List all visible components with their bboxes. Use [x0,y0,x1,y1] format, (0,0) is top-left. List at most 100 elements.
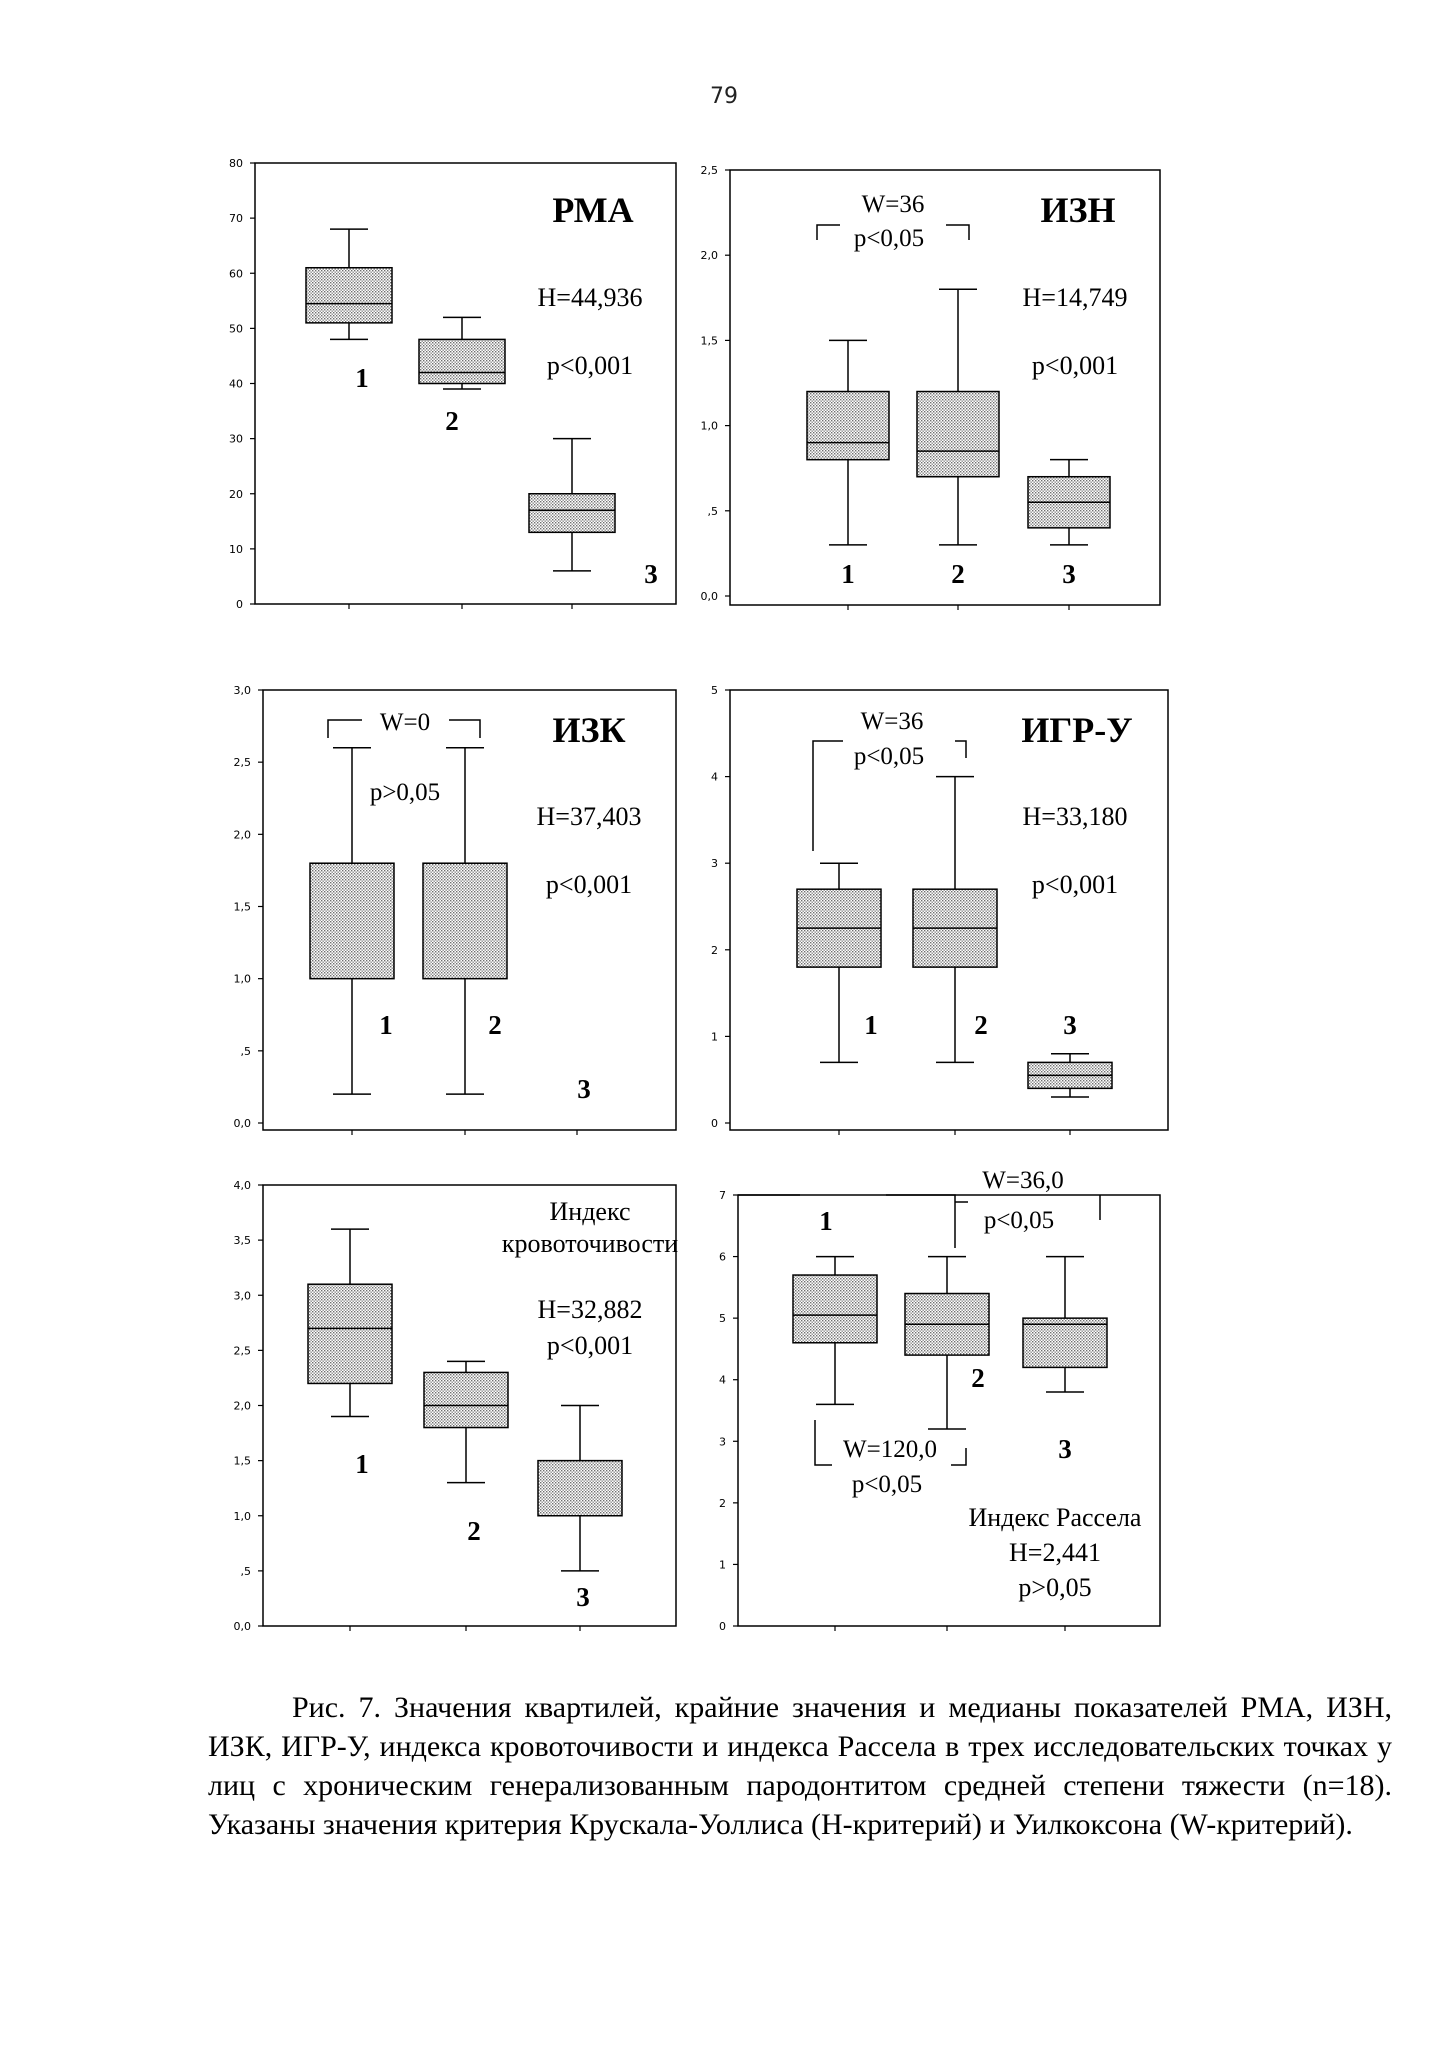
wilcoxon-w: W=36 [861,708,924,735]
iqr-box [305,266,393,324]
wilcoxon-bracket [816,224,840,240]
wilcoxon-bracket [955,740,967,758]
iqr-box [418,338,506,385]
iqr-box [1022,1317,1108,1369]
caption-text: Рис. 7. Значения квартилей, крайние знач… [208,1691,1392,1841]
y-tick-label: 1 [711,1030,718,1043]
wilcoxon-bracket [946,224,970,240]
y-tick-label: 1,5 [701,334,719,347]
figure-caption: Рис. 7. Значения квартилей, крайние знач… [208,1688,1392,1844]
box-group-2 [423,1360,509,1484]
group-label: 2 [951,559,965,589]
y-tick-label: 0 [236,598,243,611]
iqr-box [537,1459,623,1517]
panel-title: ИЗК [552,710,625,750]
wilcoxon-w: W=0 [380,709,430,736]
panel-title: РМА [552,190,633,230]
y-tick-label: 2 [711,944,718,957]
y-tick-label: 3 [711,857,718,870]
box-group-2 [418,316,506,390]
kruskal-wallis-stat: H=32,882 [538,1295,643,1324]
y-tick-label: 60 [229,267,243,280]
plot-frame [729,169,1161,606]
y-tick-label: 4,0 [234,1179,252,1192]
group-label: 2 [467,1516,481,1546]
box-group-1 [309,746,395,1095]
iqr-box [528,493,616,534]
box-group-2 [904,1255,990,1430]
iqr-box [916,390,1000,478]
iqr-box [422,862,508,980]
wilcoxon-p: p>0,05 [370,779,440,806]
y-tick-label: 5 [711,684,718,697]
y-tick-label: 30 [229,433,243,446]
wilcoxon-w: W=120,0 [843,1436,937,1463]
kruskal-wallis-stat: p<0,001 [547,1331,633,1360]
wilcoxon-bracket [812,740,843,851]
y-tick-label: 3,5 [234,1234,252,1247]
kruskal-wallis-stat: H=37,403 [537,802,642,831]
box-group-1 [792,1255,878,1406]
y-tick-label: 2,0 [701,249,719,262]
y-tick-label: 4 [711,771,718,784]
y-tick-label: 6 [719,1251,726,1264]
y-tick-label: 3,0 [234,684,252,697]
wilcoxon-bracket [327,719,362,738]
kruskal-wallis-stat: H=33,180 [1023,802,1128,831]
y-tick-label: 0,0 [234,1620,252,1633]
group-label: 1 [379,1010,393,1040]
group-label: 3 [1058,1434,1072,1464]
y-tick-label: 2,0 [234,828,252,841]
box-group-3 [1027,458,1111,546]
iqr-box [309,862,395,980]
wilcoxon-p: p<0,05 [854,743,924,770]
wilcoxon-bracket [951,1448,967,1466]
boxplot-panel-5: 0,0,51,01,52,02,53,03,54,0123Индекскрово… [234,1179,679,1633]
kruskal-wallis-stat: H=2,441 [1009,1538,1101,1567]
box-group-1 [305,228,393,341]
panel-title: Индекс [550,1197,631,1226]
y-tick-label: 4 [719,1374,726,1387]
y-tick-label: 1 [719,1558,726,1571]
y-tick-label: 1,0 [701,420,719,433]
box-group-2 [422,746,508,1095]
box-group-2 [912,775,998,1064]
wilcoxon-bracket [814,1420,832,1466]
panel-title: Индекс Рассела [969,1503,1142,1532]
y-tick-label: ,5 [241,1565,252,1578]
y-tick-label: 0 [719,1620,726,1633]
box-group-1 [796,862,882,1064]
panel-title: ИЗН [1040,190,1115,230]
y-tick-label: 1,5 [234,1455,252,1468]
iqr-box [307,1283,393,1385]
y-tick-label: 40 [229,378,243,391]
group-label: 3 [576,1582,590,1612]
kruskal-wallis-stat: p<0,001 [1032,351,1118,380]
y-tick-label: 2,5 [234,1344,252,1357]
wilcoxon-p: p<0,05 [854,225,924,252]
kruskal-wallis-stat: p<0,001 [1032,870,1118,899]
y-tick-label: ,5 [241,1045,252,1058]
box-group-1 [307,1228,393,1418]
group-label: 1 [355,1449,369,1479]
y-tick-label: 0,0 [701,590,719,603]
group-label: 1 [841,559,855,589]
y-tick-label: 20 [229,488,243,501]
group-label: 2 [971,1363,985,1393]
group-label: 2 [974,1010,988,1040]
y-tick-label: 2,5 [701,164,719,177]
box-group-3 [528,437,616,572]
wilcoxon-bracket [449,719,481,738]
group-label: 1 [355,363,369,393]
y-tick-label: 3,0 [234,1289,252,1302]
group-label: 3 [577,1074,591,1104]
y-tick-label: 0 [711,1117,718,1130]
y-tick-label: 1,0 [234,1510,252,1523]
y-tick-label: 0,0 [234,1117,252,1130]
y-tick-label: 3 [719,1435,726,1448]
